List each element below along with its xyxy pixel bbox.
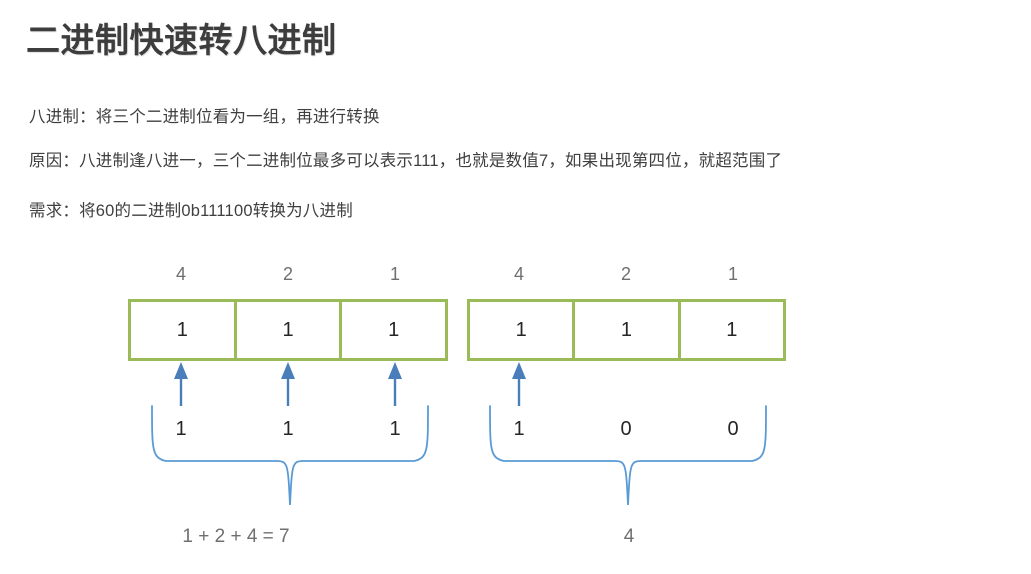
page-title: 二进制快速转八进制 <box>26 22 337 60</box>
bit-cell-left-2: 1 <box>339 299 449 361</box>
result-label-right: 4 <box>623 526 635 547</box>
weight-label-left-1: 1 <box>389 264 400 284</box>
bit-cell-left-0: 1 <box>128 299 237 361</box>
bit-group-left: 1 1 1 <box>128 299 449 361</box>
source-bit-right-1: 0 <box>620 418 632 440</box>
source-bit-left-2: 1 <box>389 418 401 440</box>
explanation-line-octal-rule: 八进制：将三个二进制位看为一组，再进行转换 <box>29 108 380 126</box>
bit-cell-right-2: 1 <box>677 299 786 361</box>
bit-cell-right-1: 1 <box>572 299 681 361</box>
bit-cell-left-1: 1 <box>233 299 343 361</box>
weight-label-left-2: 2 <box>282 264 293 284</box>
arrow-left-2 <box>388 362 402 406</box>
source-bit-left-1: 1 <box>282 418 294 440</box>
explanation-line-requirement: 需求：将60的二进制0b111100转换为八进制 <box>29 202 353 220</box>
weight-label-right-1: 1 <box>727 264 738 284</box>
source-bit-right-2: 0 <box>727 418 739 440</box>
explanation-line-reason: 原因：八进制逢八进一，三个二进制位最多可以表示111，也就是数值7，如果出现第四… <box>29 152 783 170</box>
weight-label-right-2: 2 <box>620 264 631 284</box>
weight-label-left-4: 4 <box>175 264 186 284</box>
bit-group-right: 1 1 1 <box>467 299 786 361</box>
arrow-left-1 <box>281 362 295 406</box>
source-bit-right-0: 1 <box>513 418 525 440</box>
arrow-right-0 <box>512 362 526 406</box>
weight-label-right-4: 4 <box>513 264 524 284</box>
result-label-left: 1 + 2 + 4 = 7 <box>182 526 290 547</box>
bit-cell-right-0: 1 <box>467 299 576 361</box>
source-bit-left-0: 1 <box>175 418 187 440</box>
arrow-left-0 <box>174 362 188 406</box>
